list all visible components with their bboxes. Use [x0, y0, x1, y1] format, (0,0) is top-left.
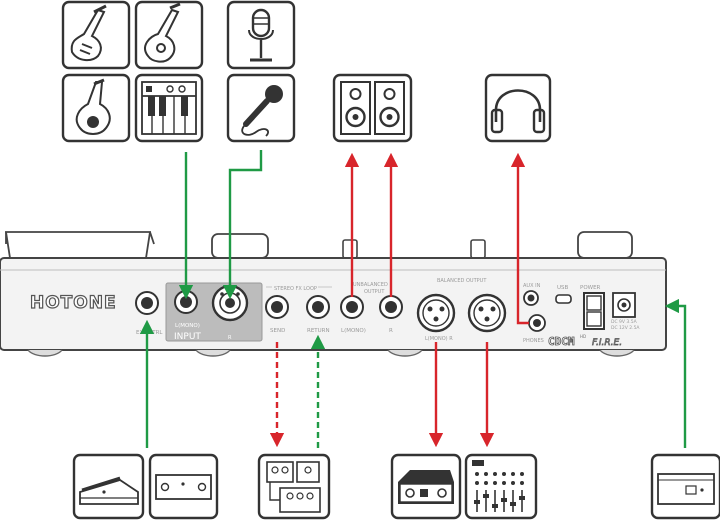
unbalanced-output-label: UNBALANCED: [353, 282, 388, 288]
exp-ctrl-label: EXP/CTRL: [136, 330, 163, 336]
phones-label: PHONES: [523, 338, 544, 344]
power-adapter-icon: [650, 453, 720, 520]
unbalanced-out-r-jack[interactable]: [379, 295, 403, 319]
model-suffix: F.I.R.E.: [592, 338, 622, 348]
handheld-microphone-icon: [226, 73, 296, 143]
power-switch[interactable]: [583, 292, 605, 330]
aux-in-jack[interactable]: [523, 290, 539, 306]
input-label: INPUT: [174, 332, 201, 342]
balanced-lr-label: L(MONO) R: [425, 336, 453, 342]
unbalanced-output-label-2: OUTPUT: [364, 289, 385, 295]
headphones-icon: [484, 73, 552, 143]
input-l-mono-label: L(MONO): [175, 323, 200, 329]
dc-power-jack[interactable]: [612, 292, 636, 318]
model-logo: CDCM: [548, 335, 575, 348]
headphones-line: [510, 152, 529, 325]
studio-monitors-icon: [332, 73, 413, 143]
out-l-label: L(MONO): [341, 328, 366, 334]
send-label: SEND: [270, 328, 285, 334]
brand-logo: HOTONE: [30, 293, 117, 313]
footswitch-icon: [148, 453, 219, 520]
fx-send-jack[interactable]: [265, 295, 289, 319]
bass-guitar-icon: [61, 73, 131, 143]
dc-spec-1: DC 9V 3.5A: [611, 319, 638, 325]
electric-guitar-icon: [61, 0, 131, 70]
expression-pedal-icon: [72, 453, 145, 520]
effects-pedals-icon: [257, 453, 331, 520]
input-r-label: R: [228, 335, 232, 341]
model-prefix: HD: [580, 334, 586, 339]
stereo-fx-loop-label: STEREO FX LOOP: [274, 286, 317, 292]
power-label: POWER: [580, 285, 601, 291]
exp-ctrl-jack[interactable]: [135, 291, 159, 315]
power-line: [664, 298, 687, 448]
phones-jack[interactable]: [528, 314, 546, 332]
acoustic-guitar-icon: [134, 0, 204, 70]
audio-interface-icon: [390, 453, 462, 520]
balanced-output-label: BALANCED OUTPUT: [437, 278, 487, 284]
return-label: RETURN: [307, 328, 330, 334]
aux-in-label: AUX IN: [523, 283, 541, 289]
mixer-icon: [464, 453, 538, 520]
keyboard-icon: [134, 73, 204, 143]
out-r-label: R: [389, 328, 393, 334]
dc-spec-2: DC 12V 2.5A: [611, 325, 640, 331]
xlr-r-jack[interactable]: [467, 293, 507, 333]
usb-port[interactable]: [555, 294, 572, 304]
input-l-mono-jack[interactable]: [174, 290, 198, 314]
xlr-l-jack[interactable]: [416, 293, 456, 333]
fx-return-jack[interactable]: [306, 295, 330, 319]
usb-label: USB: [557, 285, 569, 291]
mic-input-line: [222, 150, 263, 300]
microphone-stand-icon: [226, 0, 296, 70]
unbalanced-out-l-jack[interactable]: [340, 295, 364, 319]
